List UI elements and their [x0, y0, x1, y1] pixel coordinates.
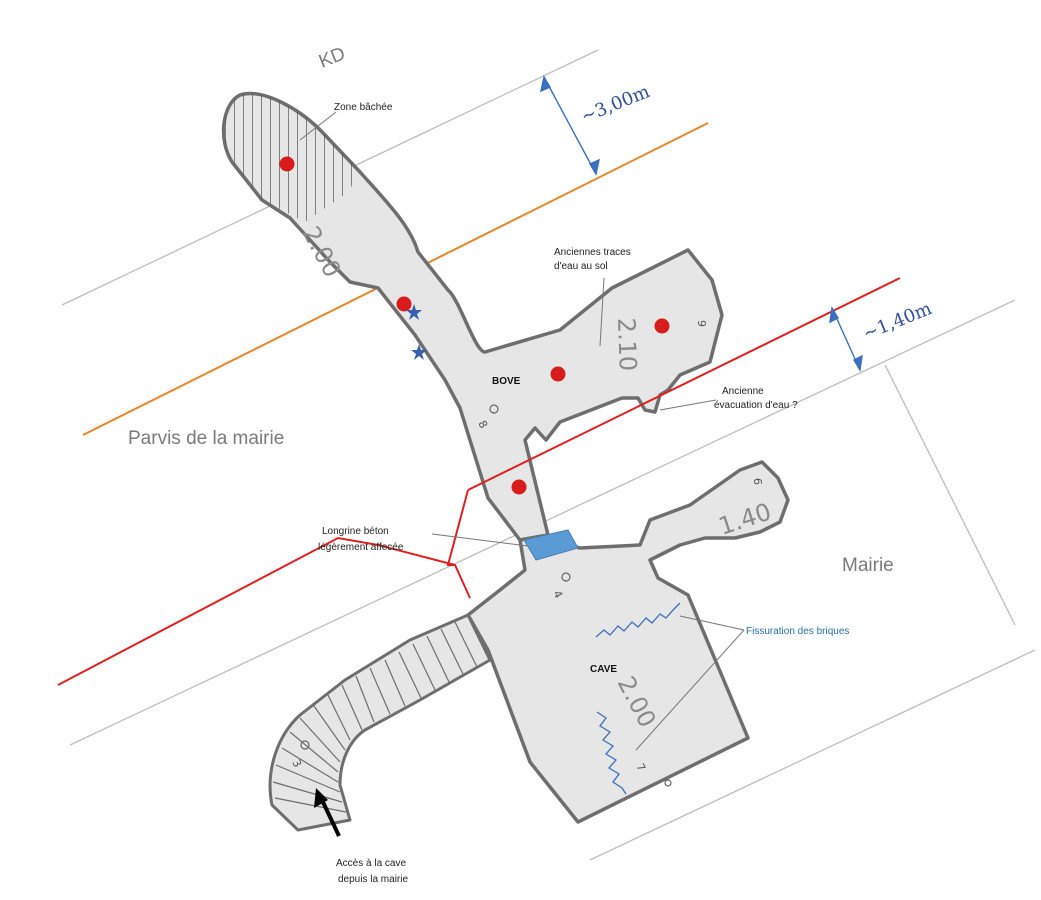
red-marker — [279, 156, 295, 172]
red-markers — [279, 156, 670, 495]
arrow-icon — [314, 788, 341, 837]
longrine-beton — [523, 529, 579, 561]
red-line-lower — [57, 536, 471, 686]
dimension-label-140: ~1,40m — [860, 298, 935, 345]
zone-bachee-label: Zone bâchée — [334, 102, 393, 113]
dimension-3m — [540, 75, 600, 176]
blue-stars — [406, 304, 427, 360]
point-number: 6 — [751, 478, 764, 485]
fissure-line — [596, 711, 627, 795]
depth-bove-room: 2.10 — [612, 317, 642, 371]
red-marker — [396, 296, 412, 312]
dimension-label-3m: ~3,00m — [578, 81, 653, 128]
leader-lines — [299, 111, 745, 751]
stair-outline — [268, 613, 492, 832]
top-cut-label: KD — [316, 43, 348, 72]
stair-treads — [272, 621, 478, 813]
boundary-line-bottom — [589, 649, 1036, 861]
bove-label: BOVE — [492, 376, 521, 387]
star-icon — [411, 344, 427, 360]
mairie-wall-line — [884, 364, 1016, 626]
red-line-upper — [467, 277, 901, 491]
star-icon — [406, 304, 422, 320]
anciennes-traces-label-2: d'eau au sol — [554, 261, 608, 272]
longrine-label: Longrine béton — [322, 526, 389, 537]
acces-cave-label-2: depuis la mairie — [338, 874, 408, 885]
ancienne-evacuation-label: Ancienne — [722, 386, 764, 397]
longrine-label-2: légèrement affecée — [318, 542, 404, 553]
anciennes-traces-label: Anciennes traces — [554, 247, 631, 258]
acces-cave-label: Accès à la cave — [336, 858, 406, 869]
mairie-label: Mairie — [842, 555, 894, 576]
ancienne-evacuation-label-2: évacuation d'eau ? — [714, 400, 798, 411]
red-marker — [654, 318, 670, 334]
red-line-link — [446, 489, 469, 566]
fissure-line — [595, 602, 681, 638]
survey-points — [300, 404, 672, 787]
point-number: 9 — [695, 320, 708, 327]
hatched-zone — [223, 93, 360, 222]
red-marker — [550, 366, 566, 382]
dimension-140 — [829, 305, 863, 373]
cave-label: CAVE — [590, 664, 617, 675]
parvis-label: Parvis de la mairie — [128, 428, 284, 449]
red-marker — [511, 479, 527, 495]
fissuration-label: Fissuration des briques — [746, 626, 849, 637]
